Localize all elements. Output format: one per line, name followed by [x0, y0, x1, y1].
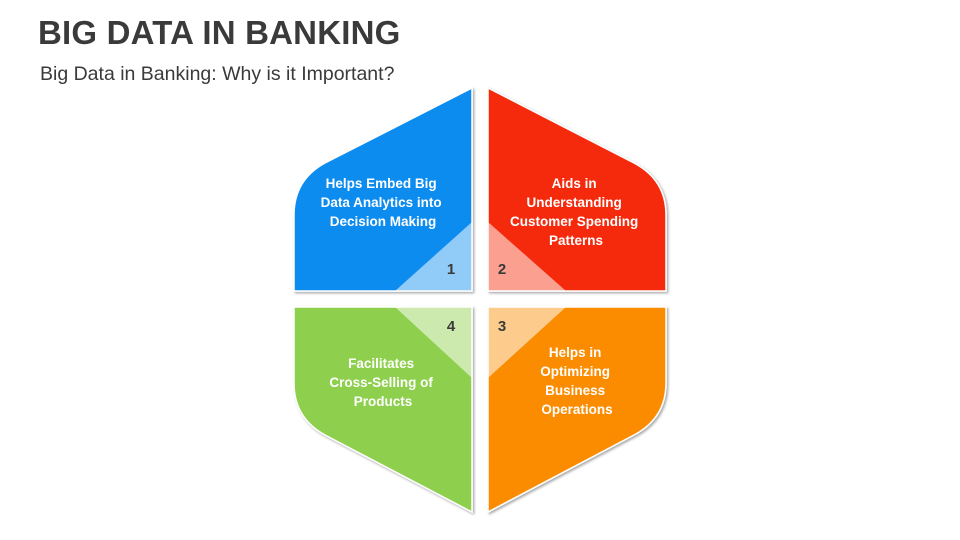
segment-3: 3 Helps in Optimizing Business Operation…: [487, 306, 667, 514]
segment-1: 1 Helps Embed Big Data Analytics into De…: [293, 86, 473, 292]
segment-4-triangle: [395, 307, 472, 378]
segment-4-label: Facilitates Cross-Selling of Products: [329, 356, 436, 409]
segment-1-shape: [293, 86, 473, 292]
segment-4: 4 Facilitates Cross-Selling of Products: [293, 306, 473, 514]
page-subtitle: Big Data in Banking: Why is it Important…: [40, 63, 395, 85]
segment-2-triangle: [488, 222, 566, 291]
segment-4-number: 4: [447, 318, 456, 335]
segment-4-shape: [293, 306, 473, 514]
segment-1-number: 1: [447, 261, 455, 278]
segment-3-shape: [487, 306, 667, 514]
segment-3-triangle: [488, 307, 566, 378]
segment-2-shape: [487, 86, 667, 292]
segment-3-number: 3: [498, 318, 506, 335]
segment-2-number: 2: [498, 261, 506, 278]
segment-1-triangle: [395, 222, 472, 291]
segment-2: 2 Aids in Understanding Customer Spendin…: [487, 86, 667, 292]
segment-2-label: Aids in Understanding Customer Spending …: [510, 176, 642, 248]
segment-3-label: Helps in Optimizing Business Operations: [540, 345, 614, 417]
page-title: BIG DATA IN BANKING: [38, 14, 401, 51]
segment-1-label: Helps Embed Big Data Analytics into Deci…: [321, 176, 446, 229]
